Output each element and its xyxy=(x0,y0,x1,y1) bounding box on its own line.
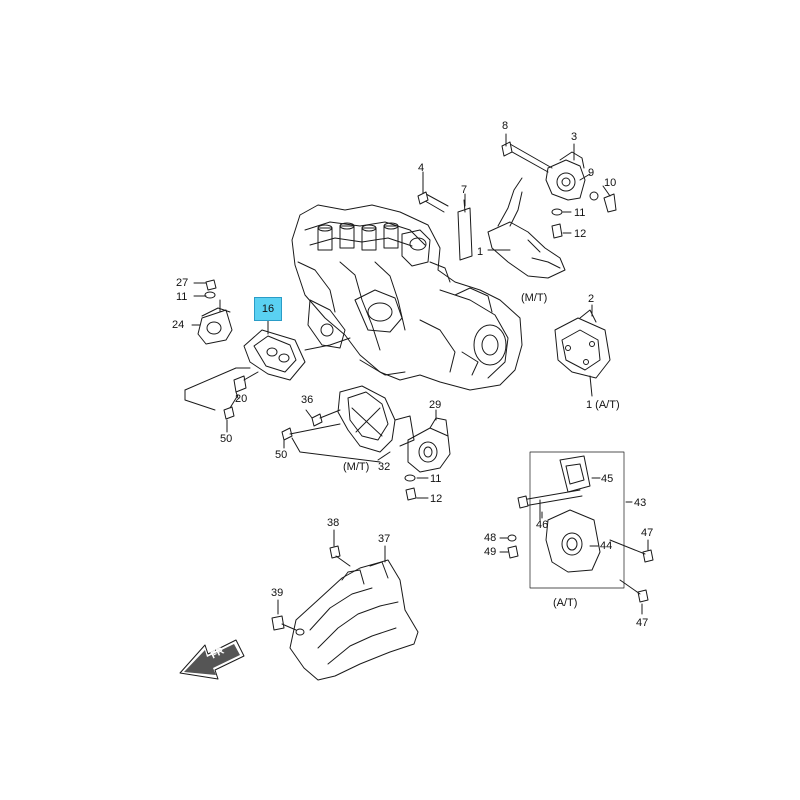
callout-50-mid: 50 xyxy=(275,449,288,461)
callout-39: 39 xyxy=(271,587,284,599)
callout-44: 44 xyxy=(600,540,613,552)
callout-50-left: 50 xyxy=(220,433,233,445)
leader-lines xyxy=(191,133,649,615)
callout-20: 20 xyxy=(235,393,248,405)
callout-12-mid: 12 xyxy=(430,493,443,505)
callout-37: 37 xyxy=(378,533,391,545)
callout-49: 49 xyxy=(484,546,497,558)
under-cover-group xyxy=(271,545,419,681)
callout-2: 2 xyxy=(588,293,595,305)
variant-label-at-box: (A/T) xyxy=(553,597,578,609)
left-mount-group xyxy=(184,279,351,420)
callout-1-at: 1 (A/T) xyxy=(586,399,620,411)
callout-4: 4 xyxy=(418,162,425,174)
callout-43: 43 xyxy=(634,497,647,509)
callout-1-mt: 1 xyxy=(477,246,484,258)
upper-right-mount-group xyxy=(501,141,617,239)
callout-47-lower: 47 xyxy=(636,617,649,629)
callout-7: 7 xyxy=(461,184,468,196)
callout-11-mid: 11 xyxy=(430,473,442,485)
callout-12-top: 12 xyxy=(574,228,587,240)
callout-3: 3 xyxy=(571,131,578,143)
at-right-bracket-group xyxy=(554,309,611,397)
front-arrow-icon xyxy=(179,639,245,680)
engine-transaxle-assembly xyxy=(291,204,523,391)
mt-lower-bracket-group xyxy=(281,385,451,501)
callout-11-top: 11 xyxy=(574,207,586,219)
callout-9: 9 xyxy=(588,167,595,179)
callout-10: 10 xyxy=(604,177,617,189)
callout-48: 48 xyxy=(484,532,497,544)
callout-24: 24 xyxy=(172,319,185,331)
variant-label-mt-top: (M/T) xyxy=(521,292,548,304)
callout-36: 36 xyxy=(301,394,314,406)
callout-46: 46 xyxy=(536,519,549,531)
callout-47-upper: 47 xyxy=(641,527,654,539)
callout-38: 38 xyxy=(327,517,340,529)
callout-32: 32 xyxy=(378,461,391,473)
callout-8: 8 xyxy=(502,120,509,132)
callout-27: 27 xyxy=(176,277,189,289)
callout-11-left: 11 xyxy=(176,291,188,303)
mt-upper-mount-group xyxy=(417,177,566,279)
at-rear-mount-box xyxy=(507,451,654,603)
callout-29: 29 xyxy=(429,399,442,411)
variant-label-mt-mid: (M/T) xyxy=(343,461,370,473)
highlighted-part-16[interactable]: 16 xyxy=(254,297,282,321)
callout-45: 45 xyxy=(601,473,614,485)
